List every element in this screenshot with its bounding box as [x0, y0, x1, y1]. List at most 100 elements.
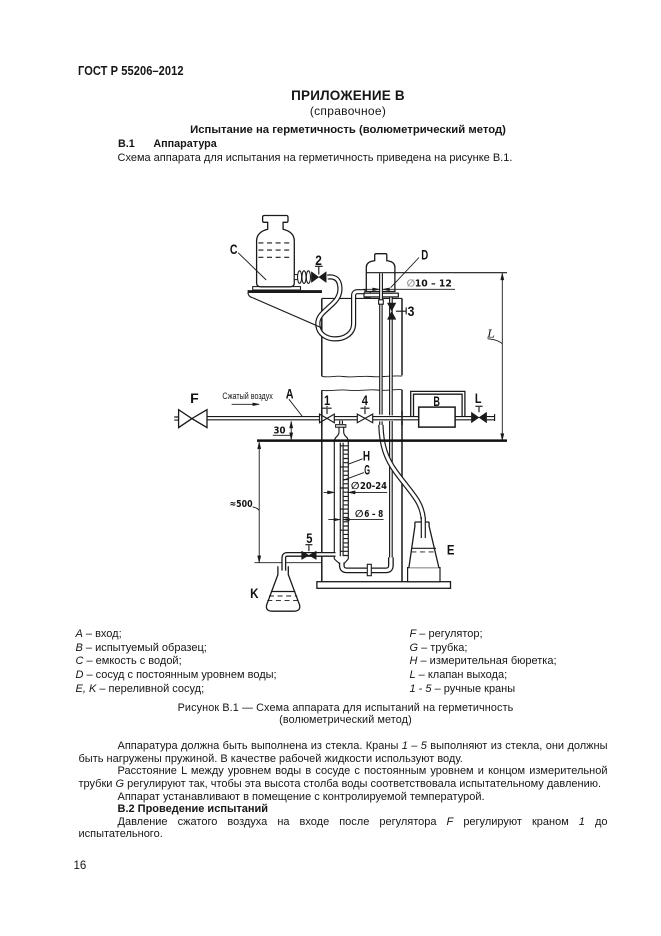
- label-d: D: [421, 246, 428, 262]
- legend-desc: – трубка;: [418, 641, 468, 654]
- appendix-title: ПРИЛОЖЕНИЕ В: [291, 87, 405, 103]
- drawing-stroke: [500, 433, 505, 441]
- tube-from-d: [379, 304, 383, 415]
- valve-4-body: [356, 413, 374, 424]
- air-note: Сжатый воздух: [222, 391, 273, 401]
- legend-key: L: [409, 668, 416, 681]
- s-tube: [315, 274, 371, 342]
- legend-item: L – клапан выхода;: [410, 669, 557, 683]
- inner-tube-collar: [378, 299, 384, 305]
- drain-tube-to-k: [281, 551, 336, 571]
- burette-cap: [335, 424, 347, 428]
- regulator-f-body: [177, 408, 208, 429]
- drawing-stroke: [338, 557, 394, 574]
- text-segment: Аппаратура должна быть выполнена из стек…: [117, 739, 402, 752]
- drawing-stroke: [327, 490, 335, 495]
- legend-item: G – трубка;: [410, 642, 557, 656]
- vessel-e-body: [408, 522, 439, 568]
- bellows-ring: [305, 270, 311, 284]
- valve-1-body: [318, 413, 335, 424]
- drawing-stroke: [372, 287, 380, 292]
- figure-caption-line1: Рисунок В.1 — Схема аппарата для испытан…: [177, 701, 514, 714]
- label-h: H: [363, 448, 370, 464]
- text-segment-italic: 1 – 5: [401, 739, 427, 752]
- drawing-stroke: [282, 553, 336, 571]
- legend-key: 1 - 5: [409, 682, 432, 695]
- burette-bulb: [333, 427, 349, 442]
- paragraph-room: Аппарат устанавливают в помещение с конт…: [79, 791, 608, 804]
- dim-text-20-24-symbol: ∅: [351, 481, 360, 492]
- legend-key: E, K: [75, 682, 97, 695]
- pipe-lines: [174, 416, 495, 421]
- figure-legend-right: F – регулятор; G – трубка; H – измерител…: [410, 628, 557, 697]
- legend-item: D – сосуд с постоянным уровнем воды;: [76, 669, 277, 683]
- legend-item: B – испытуемый образец;: [76, 642, 277, 656]
- vessel-d-inner-tube: [379, 273, 383, 300]
- dim-text-10-12: 10 – 12: [415, 279, 452, 290]
- text-segment: Расстояние L между уровнем воды в сосуде…: [78, 765, 608, 790]
- shelf-front-corner: [247, 292, 253, 299]
- drawing-stroke: [487, 338, 503, 345]
- inner-tube-g: [339, 442, 344, 557]
- dim-text-500: ≈500: [230, 499, 253, 510]
- text-segment: Давление сжатого воздуха на входе после …: [117, 815, 447, 828]
- dim-text-10-12-symbol: ∅: [407, 279, 416, 290]
- dim-text-6-8: 6 – 8: [364, 509, 383, 520]
- clause-b2-heading: В.2 Проведение испытаний: [117, 803, 269, 816]
- text-segment: регулируют краном: [453, 815, 579, 828]
- label-g: G: [364, 461, 370, 477]
- bottom-u-tube: [338, 557, 394, 577]
- clause-b1-name: Аппаратура: [153, 137, 217, 150]
- label-1: 1: [324, 392, 330, 408]
- figure-b1-drawing: C 2 D 3 F A 1 4 B L H G 5 K E ∅ 10 – 12 …: [167, 214, 507, 612]
- drawing-stroke: [252, 402, 260, 407]
- label-a-leader: [288, 398, 303, 417]
- clause-b1-number: В.1: [118, 137, 135, 150]
- text-segment: Аппарат устанавливают в помещение с конт…: [117, 790, 485, 803]
- bottle-body: [255, 214, 295, 288]
- label-l: L: [475, 390, 482, 406]
- drawing-stroke: [343, 517, 350, 522]
- drawing-stroke: [348, 490, 356, 495]
- label-k: K: [250, 585, 258, 601]
- water-bottle-c: [252, 214, 312, 291]
- figure-legend-left: A – вход; B – испытуемый образец; C – ем…: [76, 628, 277, 697]
- base-plate: [316, 581, 452, 589]
- drawing-stroke: [289, 432, 294, 440]
- document-code: ГОСТ Р 55206–2012: [78, 62, 184, 78]
- regulator-f: [177, 408, 208, 429]
- valve-l: [471, 405, 496, 424]
- bypass-and-sample: [410, 390, 466, 428]
- dim-30: [272, 421, 294, 440]
- legend-desc: – измерительная бюретка;: [417, 655, 557, 668]
- flask-k-water-dashes: [267, 595, 299, 601]
- legend-item: C – емкость с водой;: [76, 655, 277, 669]
- valve-5: [301, 544, 317, 560]
- dim-diameter-10-12: [363, 287, 455, 292]
- label-c-leader: [237, 252, 267, 281]
- drawing-stroke: [339, 420, 343, 425]
- drain-stub: [366, 563, 372, 577]
- valve-2: [311, 265, 327, 283]
- figure-caption-line2: (волюметрический метод): [279, 713, 412, 726]
- label-g-leader: [342, 472, 365, 481]
- tube-from-valve3: [389, 296, 393, 559]
- upper-tank-break-edge: [321, 375, 403, 378]
- text-segment: выполняют из стекла, они должны быть наг…: [78, 739, 608, 765]
- intro-sentence: Схема аппарата для испытания на герметич…: [117, 151, 513, 164]
- vessel-e-pedestal: [407, 566, 441, 583]
- dim-l: [487, 273, 505, 441]
- paragraph-apparatus: Аппаратура должна быть выполнена из стек…: [79, 740, 608, 765]
- drawing-stroke: [289, 421, 294, 429]
- valve-2-body: [311, 271, 327, 283]
- legend-desc: – ручные краны: [431, 682, 516, 695]
- burette-h: [333, 427, 349, 565]
- text-segment-italic: F: [446, 815, 454, 828]
- shelf-bracket: [247, 290, 323, 329]
- legend-item: F – регулятор;: [410, 628, 557, 642]
- dim-500: [252, 442, 262, 563]
- drawing-stroke: [252, 506, 260, 511]
- drawing-stroke: [257, 555, 262, 563]
- legend-desc: – испытуемый образец;: [82, 641, 207, 654]
